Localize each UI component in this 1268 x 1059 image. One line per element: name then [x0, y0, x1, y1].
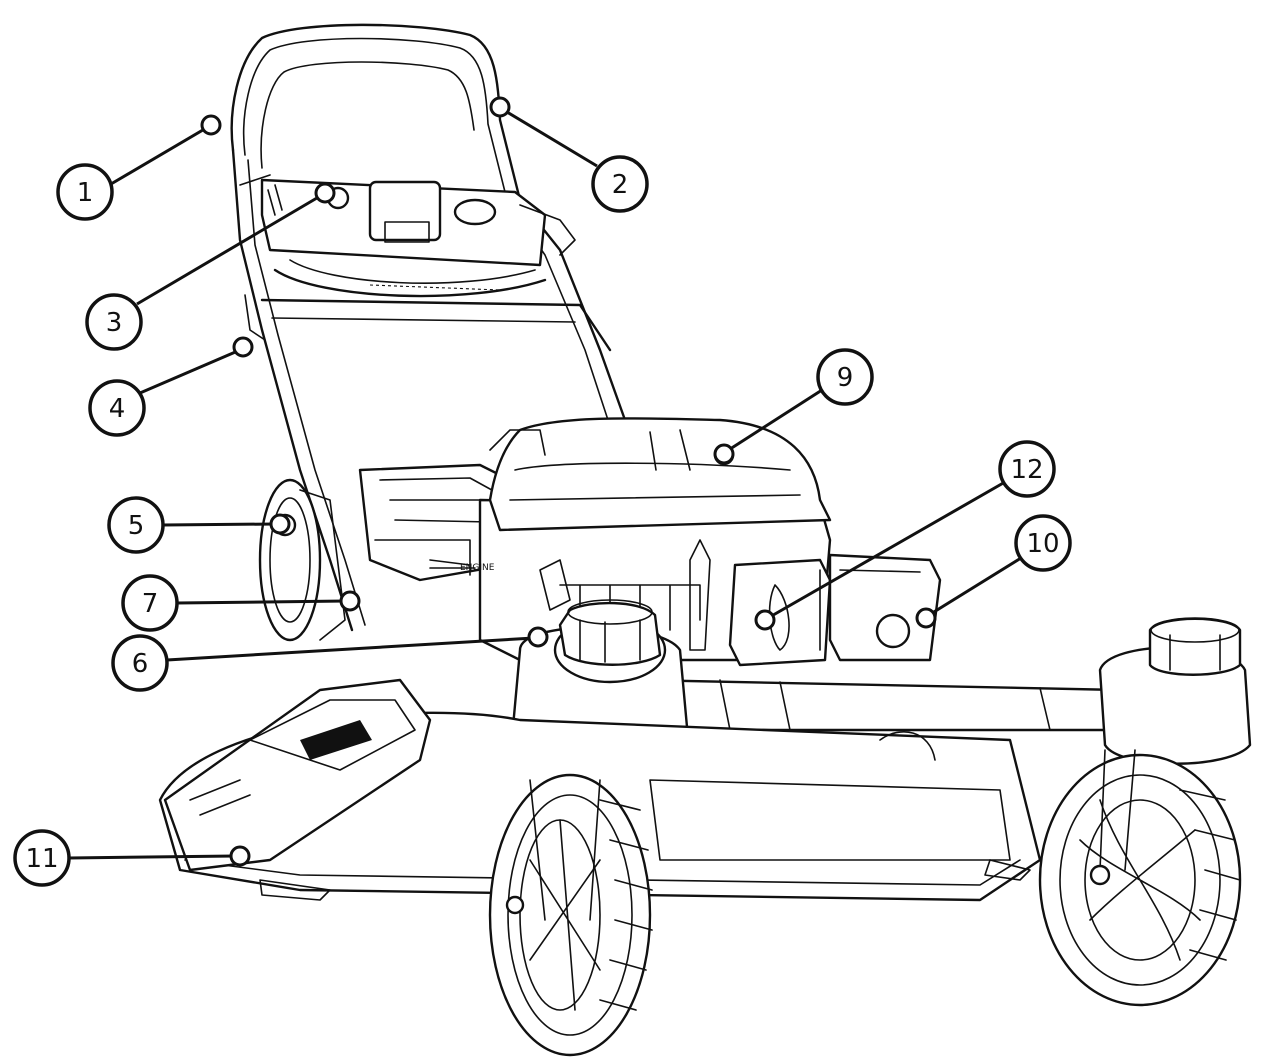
- callout-11: 11: [13, 829, 251, 887]
- callout-10-label: 10: [1026, 529, 1059, 559]
- deck-skids: [259, 859, 1031, 901]
- control-panel: [239, 174, 576, 298]
- callout-12: 12: [754, 440, 1056, 631]
- callout-4-label: 4: [109, 394, 126, 424]
- lower-handle: [244, 294, 612, 352]
- front-wheel-left: [488, 773, 653, 1057]
- callout-4: 4: [88, 336, 254, 437]
- callout-2-label: 2: [612, 170, 629, 200]
- callout-6-label: 6: [132, 649, 149, 679]
- callout-3: 3: [85, 182, 336, 351]
- lawn-mower-illustration: ENGINE: [158, 23, 1252, 1057]
- callout-12-label: 12: [1010, 455, 1043, 485]
- front-axle: [638, 678, 1132, 732]
- caster-hub-right: [1098, 617, 1252, 765]
- rear-wheel-left: [258, 478, 346, 642]
- callout-1-label: 1: [77, 178, 94, 208]
- callout-11-label: 11: [25, 844, 58, 874]
- callout-2: 2: [489, 96, 649, 213]
- engine-label: ENGINE: [460, 563, 495, 573]
- callout-3-label: 3: [106, 308, 123, 338]
- callout-9-number: 9: [837, 363, 854, 393]
- discharge-chute: [163, 678, 432, 872]
- battery-box: [828, 553, 942, 662]
- callout-10: 10: [915, 514, 1072, 629]
- callout-5-label: 5: [128, 511, 145, 541]
- callout-1: 1: [56, 114, 222, 221]
- callout-7-label: 7: [142, 589, 159, 619]
- front-wheel-right: [1038, 749, 1242, 1007]
- callout-9: 5 6 9: [713, 348, 874, 465]
- callout-7: 7: [121, 574, 361, 632]
- callout-6: 6: [111, 626, 549, 692]
- callout-5: 5: [107, 496, 291, 554]
- callouts: 1 2 3 4 5: [13, 96, 1072, 887]
